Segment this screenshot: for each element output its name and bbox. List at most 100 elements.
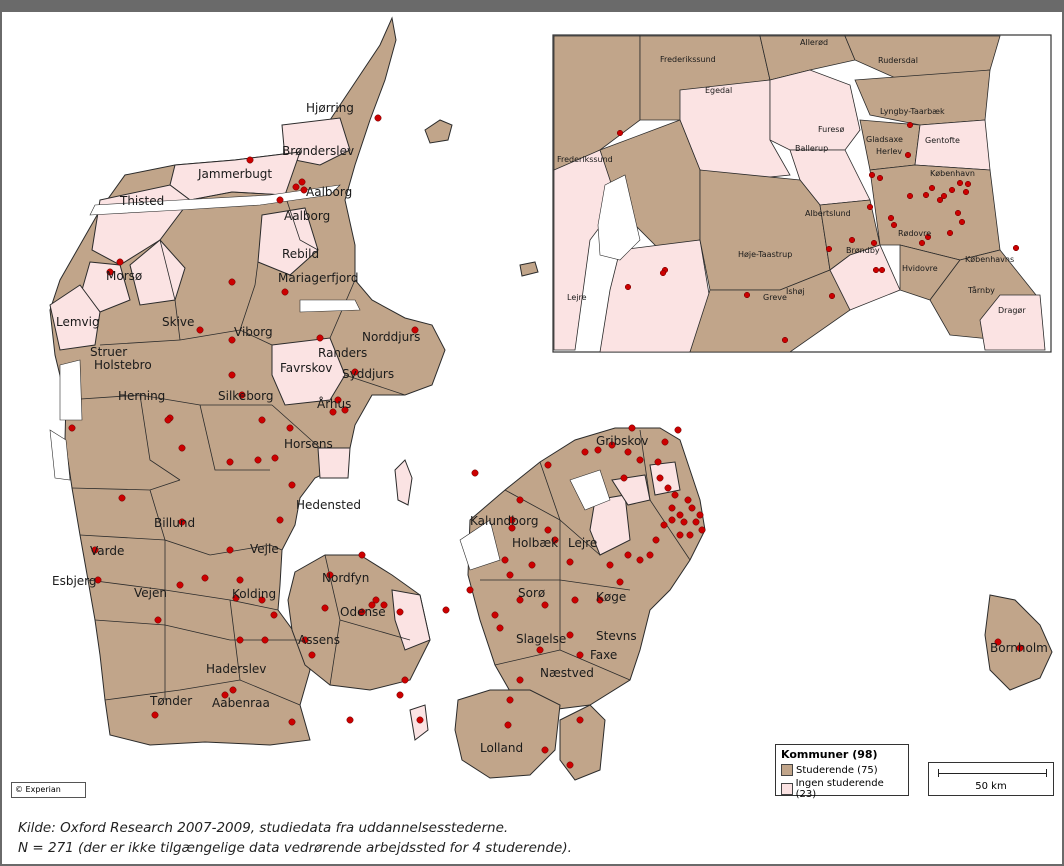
inset-label-22: Dragør	[998, 306, 1026, 315]
inset-dot-22	[948, 186, 956, 194]
workplace-dot-9	[106, 268, 114, 276]
region-skive-north	[129, 239, 186, 306]
workplace-dot-55	[229, 686, 237, 694]
place-label-31: Vejen	[134, 586, 167, 600]
inset-dot-6	[828, 292, 836, 300]
inset-dot-9	[868, 171, 876, 179]
inset-dot-8	[848, 236, 856, 244]
place-label-4: Thisted	[119, 194, 164, 208]
inset-label-15: Høje-Taastrup	[738, 250, 792, 259]
workplace-dot-60	[396, 691, 404, 699]
municipal-border-29	[339, 619, 411, 641]
workplace-dot-113	[566, 761, 574, 769]
workplace-dot-121	[466, 586, 474, 594]
inset-label-19: Tårnby	[967, 285, 995, 295]
municipal-border-27	[639, 429, 691, 561]
inset-label-8: Gladsaxe	[866, 135, 903, 144]
workplace-dot-95	[596, 596, 604, 604]
workplace-dot-76	[671, 491, 679, 499]
inset-label-16: Hvidovre	[902, 264, 938, 273]
place-label-29: Vejle	[250, 542, 279, 556]
inset-gentofte	[914, 119, 991, 171]
workplace-dot-90	[646, 551, 654, 559]
water-body-3	[49, 429, 71, 481]
label-layer: HjørringBrønderslevJammerbugtAalborgThis…	[52, 101, 1048, 755]
workplace-dot-85	[686, 531, 694, 539]
place-label-5: Aalborg	[284, 209, 330, 223]
inset-dot-3	[624, 283, 632, 291]
workplace-dot-45	[380, 601, 388, 609]
inset-allerod	[759, 35, 856, 81]
workplace-dot-100	[501, 556, 509, 564]
workplace-dot-98	[516, 596, 524, 604]
inset-label-7: Ballerup	[795, 144, 828, 153]
workplace-dot-15	[334, 396, 342, 404]
workplace-dot-3	[292, 183, 300, 191]
place-label-39: Stevns	[596, 629, 637, 643]
inset-dot-27	[958, 218, 966, 226]
workplace-dot-91	[636, 556, 644, 564]
workplace-dot-35	[94, 576, 102, 584]
inset-dot-16	[890, 221, 898, 229]
workplace-dot-58	[288, 718, 296, 726]
inset-dot-5	[781, 336, 789, 344]
place-label-6: Rebild	[282, 247, 319, 261]
legend-label-studerende: Studerende (75)	[796, 764, 878, 776]
place-label-27: Lejre	[568, 536, 597, 550]
scale-tick-right	[1046, 769, 1047, 777]
municipal-border-0	[189, 191, 286, 201]
inset-label-4: Lyngby-Taarbæk	[880, 107, 945, 116]
place-label-28: Varde	[90, 544, 124, 558]
inset-dot-7	[825, 245, 833, 253]
scale-tick-left	[938, 769, 939, 777]
water-body-1	[299, 299, 361, 313]
place-label-37: Assens	[298, 633, 340, 647]
workplace-dot-53	[154, 616, 162, 624]
inset-dot-20	[936, 196, 944, 204]
land-layer	[49, 16, 1053, 781]
place-label-7: Morsø	[106, 269, 142, 283]
place-label-15: Holstebro	[94, 358, 152, 372]
municipal-border-20	[344, 374, 406, 396]
workplace-dot-82	[680, 518, 688, 526]
workplace-dot-56	[221, 691, 229, 699]
workplace-dot-84	[698, 526, 706, 534]
workplace-dot-33	[226, 546, 234, 554]
workplace-dot-122	[442, 606, 450, 614]
workplace-dot-41	[326, 571, 334, 579]
place-label-44: Tønder	[149, 694, 192, 708]
inset-dot-25	[962, 188, 970, 196]
workplace-dot-99	[506, 571, 514, 579]
place-label-18: Herning	[118, 389, 165, 403]
inset-label-20: Lejre	[567, 293, 587, 302]
inset-label-0: Allerød	[800, 38, 828, 47]
workplace-dot-31	[178, 518, 186, 526]
place-label-10: Skive	[162, 315, 194, 329]
workplace-dot-106	[576, 651, 584, 659]
inset-dot-29	[924, 233, 932, 241]
workplace-dot-19	[164, 416, 172, 424]
workplace-dot-65	[594, 446, 602, 454]
workplace-dot-103	[528, 561, 536, 569]
workplace-dot-42	[358, 551, 366, 559]
laeso-island	[424, 119, 453, 144]
workplace-dot-73	[620, 474, 628, 482]
workplace-dot-4	[246, 156, 254, 164]
legend-swatch-ingen	[781, 783, 793, 795]
place-label-32: Nordfyn	[322, 571, 369, 585]
workplace-dot-117	[1016, 644, 1024, 652]
workplace-dot-94	[616, 578, 624, 586]
inset-dot-11	[904, 151, 912, 159]
workplace-dot-83	[692, 518, 700, 526]
workplace-dot-29	[68, 424, 76, 432]
dot-layer	[68, 114, 1024, 769]
municipal-border-18	[229, 599, 241, 681]
workplace-dot-107	[536, 646, 544, 654]
workplace-dot-1	[298, 178, 306, 186]
n-footnote: N = 271 (der er ikke tilgængelige data v…	[18, 840, 572, 856]
inset-dot-2	[659, 269, 667, 277]
place-label-24: Kalundborg	[470, 514, 538, 528]
workplace-dot-93	[606, 561, 614, 569]
inset-dot-14	[870, 239, 878, 247]
